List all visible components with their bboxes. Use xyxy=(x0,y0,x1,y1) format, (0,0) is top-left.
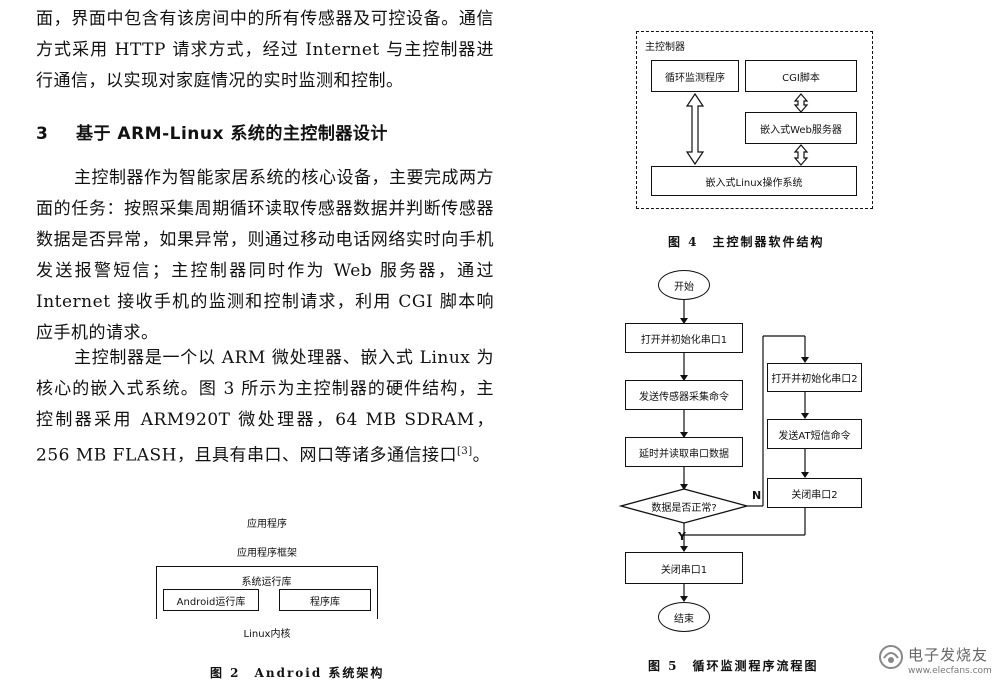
intro-paragraph: 面，界面中包含有该房间中的所有传感器及可控设备。通信方式采用 HTTP 请求方式… xyxy=(36,9,494,91)
watermark-text: 电子发烧友 xyxy=(908,646,989,664)
open-serial2-box: 打开并初始化串口2 xyxy=(767,363,862,392)
elecfans-logo-icon xyxy=(879,645,903,669)
citation-ref: [3] xyxy=(457,446,473,457)
double-arrow-cgi-web xyxy=(793,93,809,113)
double-arrow-web-os xyxy=(793,144,809,166)
arrowheads xyxy=(680,318,809,602)
embedded-linux-box: 嵌入式Linux操作系统 xyxy=(651,166,857,196)
branch-label-y: Y xyxy=(678,530,686,543)
paragraph-controller-tasks: 主控制器作为智能家居系统的核心设备，主要完成两方面的任务：按照采集周期循环读取传… xyxy=(36,168,494,343)
figure5-caption: 图 5 循环监测程序流程图 xyxy=(648,659,819,673)
libraries-box: 程序库 xyxy=(279,589,371,611)
cgi-script-box: CGI脚本 xyxy=(745,60,857,92)
container-label: 主控制器 xyxy=(645,42,685,53)
loop-monitor-box: 循环监测程序 xyxy=(651,60,739,92)
paragraph-hardware-text: 主控制器是一个以 ARM 微处理器、嵌入式 Linux 为核心的嵌入式系统。图 … xyxy=(36,348,494,466)
branch-label-n: N xyxy=(752,489,762,502)
figure4-software-structure: 主控制器 循环监测程序 CGI脚本 嵌入式Web服务器 嵌入式Linux操作系统 xyxy=(636,31,873,209)
double-arrow-loop-os xyxy=(685,92,705,166)
section-number: 3 xyxy=(36,124,49,144)
layer-runtime: 系统运行库 Android运行库 程序库 xyxy=(157,567,376,620)
paragraph-hardware: 主控制器是一个以 ARM 微处理器、嵌入式 Linux 为核心的嵌入式系统。图 … xyxy=(36,343,494,472)
close-serial1-box: 关闭串口1 xyxy=(625,552,743,584)
figure4-caption: 图 4 主控制器软件结构 xyxy=(668,235,825,249)
section-heading: 3 基于 ARM-Linux 系统的主控制器设计 xyxy=(36,119,388,144)
decision-label: 数据是否正常? xyxy=(651,503,717,514)
end-terminal: 结束 xyxy=(658,602,710,632)
layer-runtime-label: 系统运行库 xyxy=(241,577,292,588)
elecfans-watermark: 电子发烧友 www.elecfans.com xyxy=(878,640,998,684)
figure2-caption: 图 2 Android 系统架构 xyxy=(210,666,385,680)
delay-read-serial-box: 延时并读取串口数据 xyxy=(625,437,743,467)
android-runtime-box: Android运行库 xyxy=(163,589,259,611)
send-at-command-box: 发送AT短信命令 xyxy=(767,419,862,449)
layer-linux-kernel: Linux内核 xyxy=(156,619,378,645)
start-terminal: 开始 xyxy=(658,270,710,300)
send-sensor-command-box: 发送传感器采集命令 xyxy=(625,380,743,410)
decision-diamond xyxy=(618,488,750,524)
layer-app-framework: 应用程序框架 xyxy=(156,537,378,567)
watermark-url: www.elecfans.com xyxy=(908,666,992,676)
section-title: 基于 ARM-Linux 系统的主控制器设计 xyxy=(76,124,388,144)
figure4-arrows xyxy=(685,92,809,166)
web-server-box: 嵌入式Web服务器 xyxy=(745,112,857,144)
close-serial2-box: 关闭串口2 xyxy=(767,478,862,508)
open-serial1-box: 打开并初始化串口1 xyxy=(625,323,743,353)
figure2-android-architecture: 应用程序 应用程序框架 系统运行库 Android运行库 程序库 Linux内核 xyxy=(156,508,378,645)
paragraph-hardware-end: 。 xyxy=(472,445,491,466)
